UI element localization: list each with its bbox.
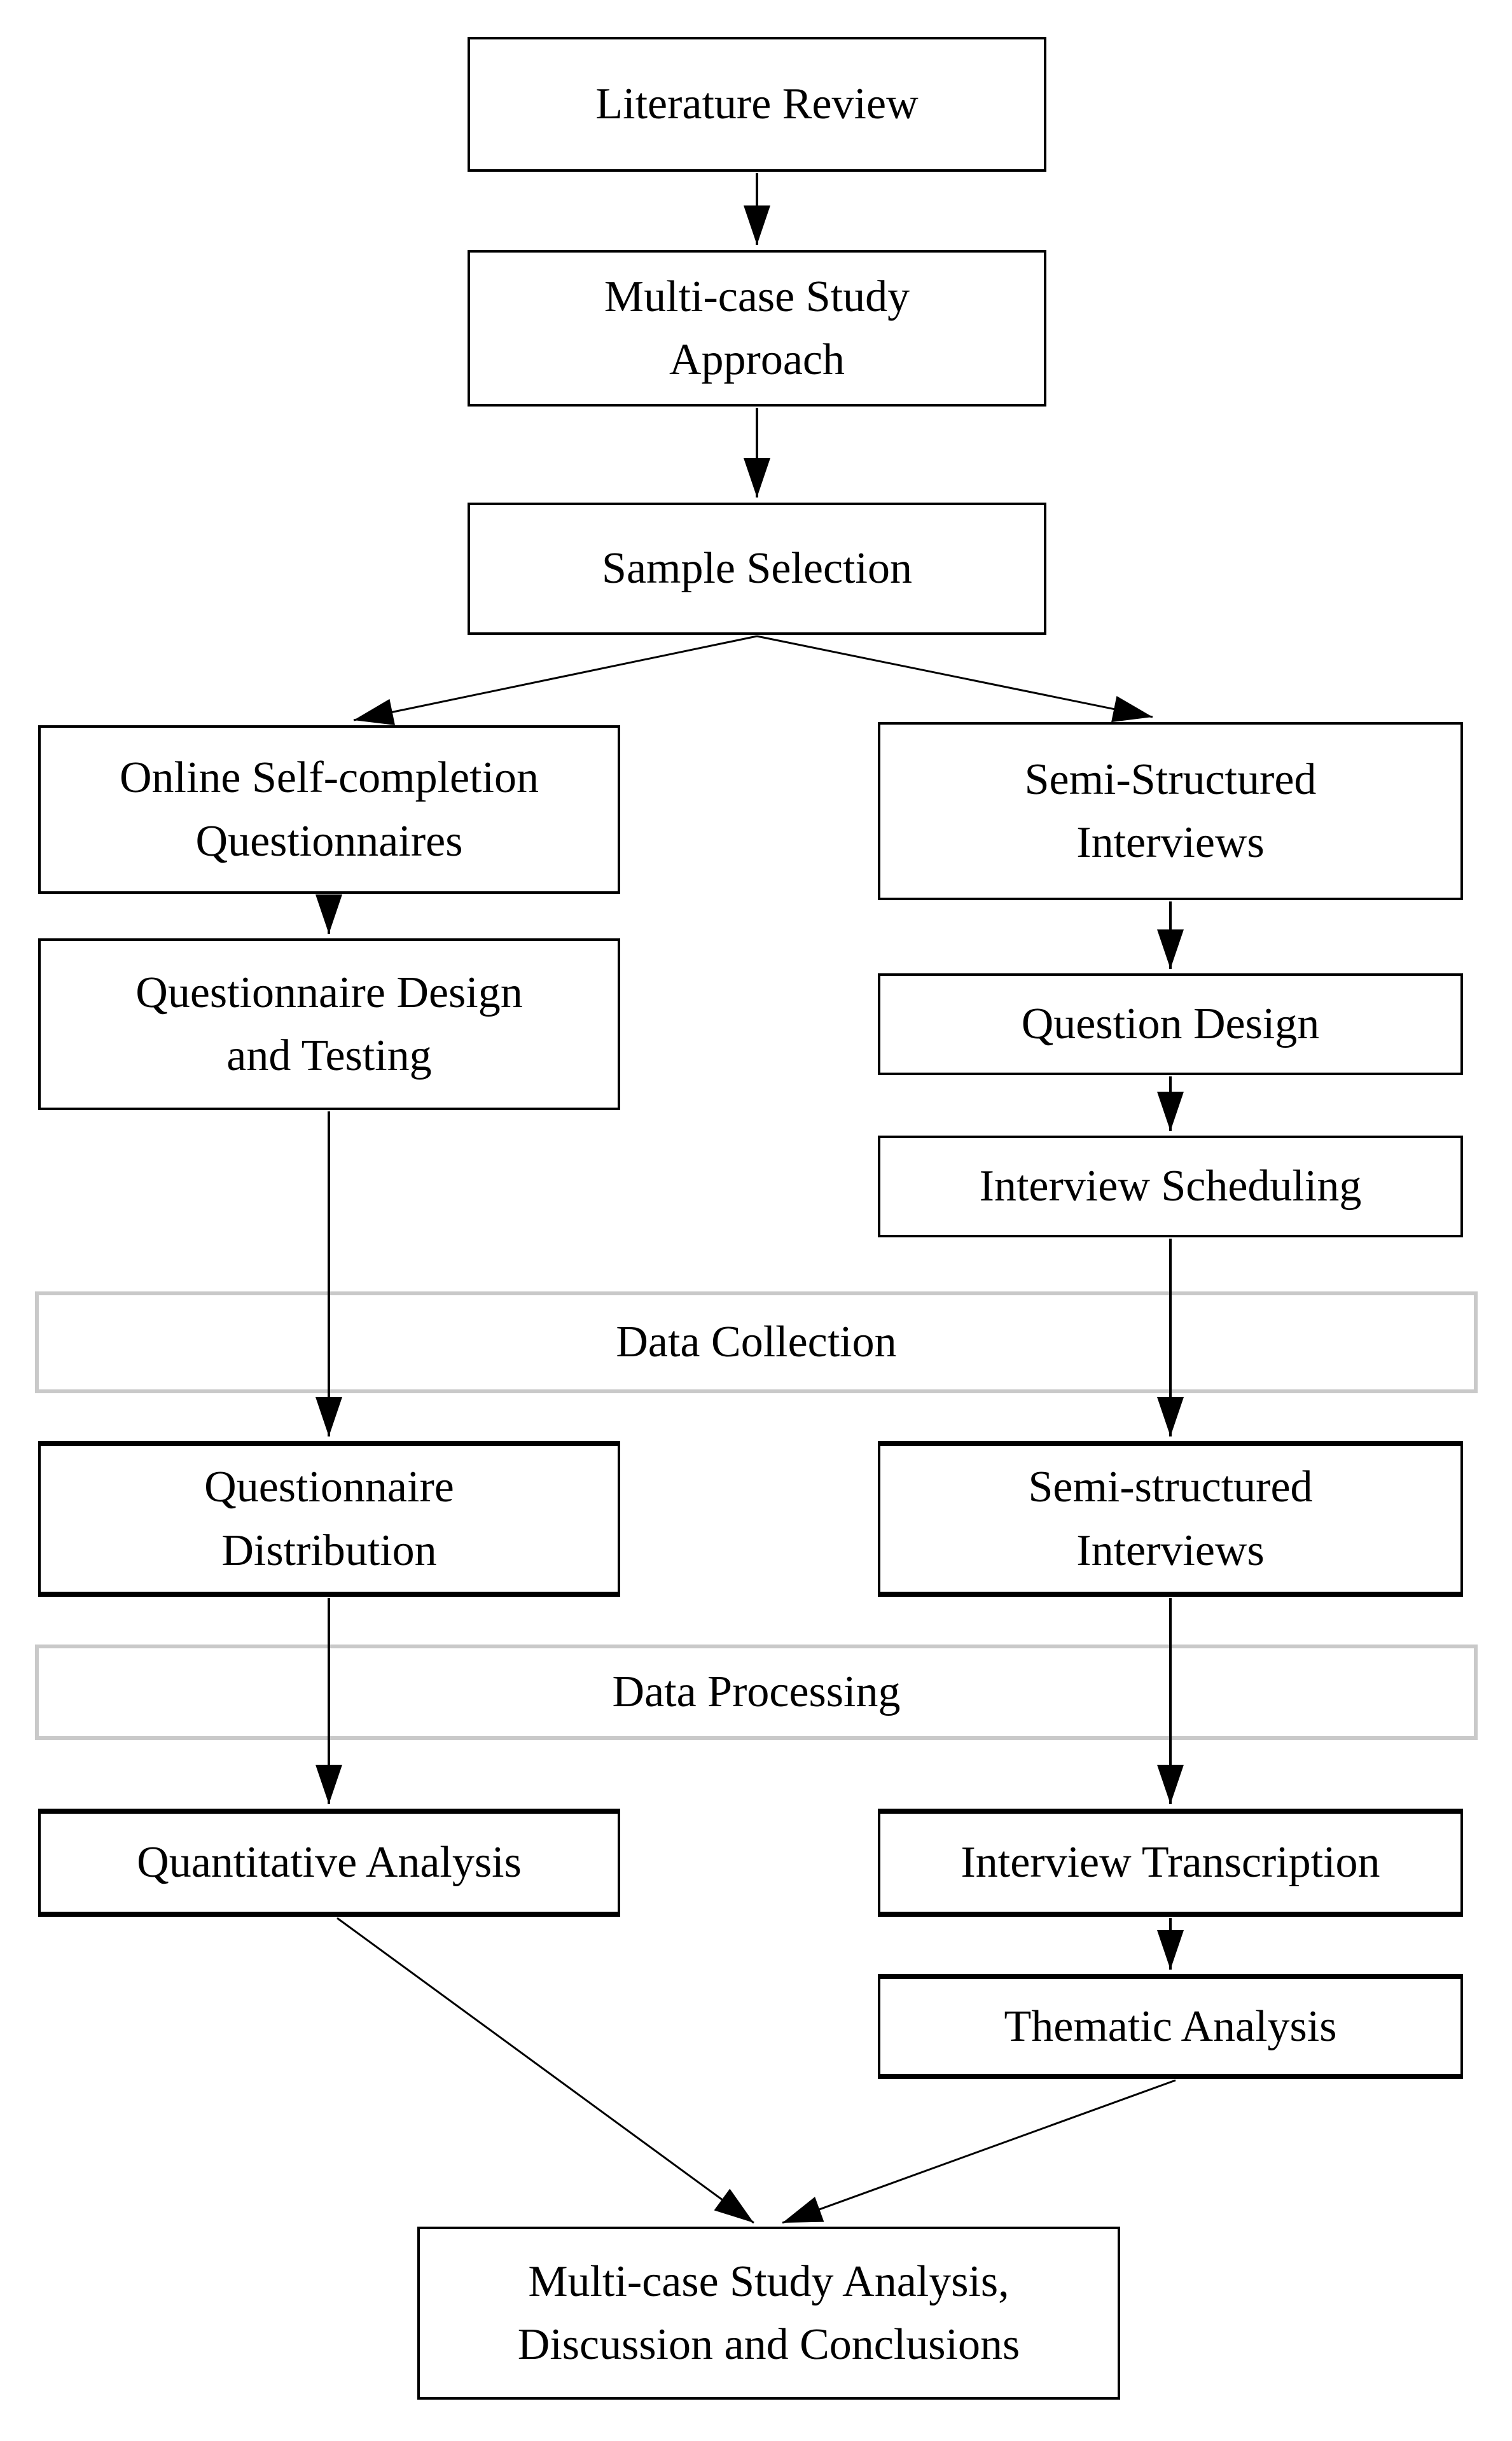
node-label-line: Approach bbox=[669, 335, 845, 384]
node-label-line: Question Design bbox=[1021, 999, 1320, 1049]
node-label-line: Interviews bbox=[1076, 1526, 1265, 1575]
node-label-line: Distribution bbox=[221, 1526, 437, 1575]
node-sample-selection: Sample Selection bbox=[468, 503, 1046, 635]
node-label-line: Semi-structured bbox=[1028, 1463, 1313, 1512]
node-question-design: Question Design bbox=[878, 973, 1463, 1075]
band-data-processing: Data Processing bbox=[35, 1645, 1478, 1740]
node-label-line: Multi-case Study bbox=[604, 272, 910, 321]
arrow-sample-selection-to-semi-structured-interviews bbox=[756, 635, 1153, 723]
arrow-thematic-analysis-to-final bbox=[782, 2079, 1176, 2224]
node-online-self-completion-questionnaires: Online Self-completion Questionnaires bbox=[38, 725, 620, 894]
node-multi-case-study-analysis-discussion-conclusions: Multi-case Study Analysis, Discussion an… bbox=[417, 2227, 1120, 2400]
band-data-collection: Data Collection bbox=[35, 1291, 1478, 1393]
band-data-processing-label: Data Processing bbox=[612, 1667, 901, 1716]
node-label-line: Sample Selection bbox=[602, 544, 912, 594]
node-interview-scheduling: Interview Scheduling bbox=[878, 1136, 1463, 1237]
node-multi-case-study-approach: Multi-case Study Approach bbox=[468, 250, 1046, 407]
node-thematic-analysis: Thematic Analysis bbox=[878, 1974, 1463, 2079]
node-label-line: Semi-Structured bbox=[1024, 755, 1317, 804]
node-label-line: Interviews bbox=[1076, 818, 1265, 867]
band-data-collection-label: Data Collection bbox=[616, 1318, 897, 1367]
node-interview-transcription: Interview Transcription bbox=[878, 1809, 1463, 1917]
node-label-line: Interview Scheduling bbox=[979, 1162, 1362, 1211]
node-questionnaire-design-and-testing: Questionnaire Design and Testing bbox=[38, 938, 620, 1110]
arrow-quantitative-analysis-to-final bbox=[336, 1917, 754, 2224]
node-label-line: Online Self-completion bbox=[119, 753, 539, 803]
node-semi-structured-interviews-lower: Semi-structured Interviews bbox=[878, 1441, 1463, 1597]
node-questionnaire-distribution: Questionnaire Distribution bbox=[38, 1441, 620, 1597]
node-label-line: Questionnaires bbox=[195, 816, 463, 866]
node-label-line: Multi-case Study Analysis, bbox=[528, 2257, 1009, 2306]
node-label-line: Questionnaire Design bbox=[135, 968, 523, 1017]
node-label-line: Discussion and Conclusions bbox=[517, 2320, 1020, 2369]
node-label-line: Quantitative Analysis bbox=[137, 1838, 522, 1888]
node-label-line: and Testing bbox=[226, 1031, 432, 1080]
node-literature-review: Literature Review bbox=[468, 37, 1046, 172]
node-label-line: Questionnaire bbox=[204, 1463, 454, 1512]
node-label-line: Interview Transcription bbox=[961, 1838, 1380, 1888]
node-quantitative-analysis: Quantitative Analysis bbox=[38, 1809, 620, 1917]
node-semi-structured-interviews-upper: Semi-Structured Interviews bbox=[878, 722, 1463, 900]
arrow-sample-selection-to-online-questionnaires bbox=[353, 635, 758, 725]
node-label-line: Literature Review bbox=[595, 80, 919, 129]
node-label-line: Thematic Analysis bbox=[1004, 2001, 1337, 2051]
